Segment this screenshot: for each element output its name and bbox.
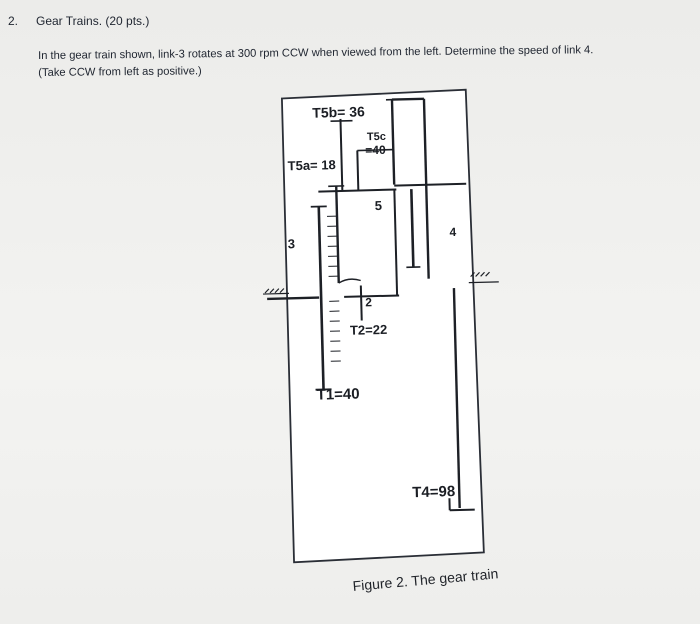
gear5c: [356, 150, 360, 191]
gear5a: [335, 186, 340, 284]
label-link3: 3: [288, 236, 296, 251]
label-t5a: T5a= 18: [287, 157, 335, 173]
gear1: [317, 206, 325, 390]
link4-top-arm: [391, 97, 424, 101]
label-link5: 5: [375, 198, 383, 213]
figure-frame: [280, 88, 485, 564]
link4-cross-arm: [394, 182, 467, 187]
label-t2: T2=22: [350, 322, 388, 338]
gear2-mesh: [338, 278, 361, 284]
ring-gear4-base: [449, 508, 475, 512]
link5-arm: [393, 189, 399, 296]
label-link2: 2: [365, 295, 372, 309]
gear4-input: [410, 189, 415, 268]
ring-gear4: [452, 288, 461, 509]
gear5b: [339, 118, 344, 191]
label-t5c-1: T5c: [367, 131, 386, 143]
link5-carrier-bottom: [344, 294, 400, 298]
gear5b-top: [330, 119, 353, 123]
ground-hatch-left: [264, 288, 285, 294]
label-t5b: T5b= 36: [312, 103, 365, 120]
bearing-left: [263, 292, 290, 295]
label-t5c-2: =40: [365, 143, 386, 158]
ground-hatch-right: [470, 271, 490, 278]
label-t4: T4=98: [412, 483, 455, 501]
question-number: 2.: [8, 14, 19, 28]
label-t1: T1=40: [316, 386, 359, 404]
link3-shaft: [267, 296, 320, 301]
link4-shaft-top: [390, 99, 396, 185]
gear5c-link: [357, 148, 394, 152]
label-link4: 4: [449, 225, 456, 239]
question-title: Gear Trains. (20 pts.): [36, 14, 150, 28]
bearing-right: [468, 281, 499, 284]
gear2: [359, 285, 363, 321]
gear1-teeth: [326, 215, 341, 362]
link4-vertical: [422, 98, 430, 279]
